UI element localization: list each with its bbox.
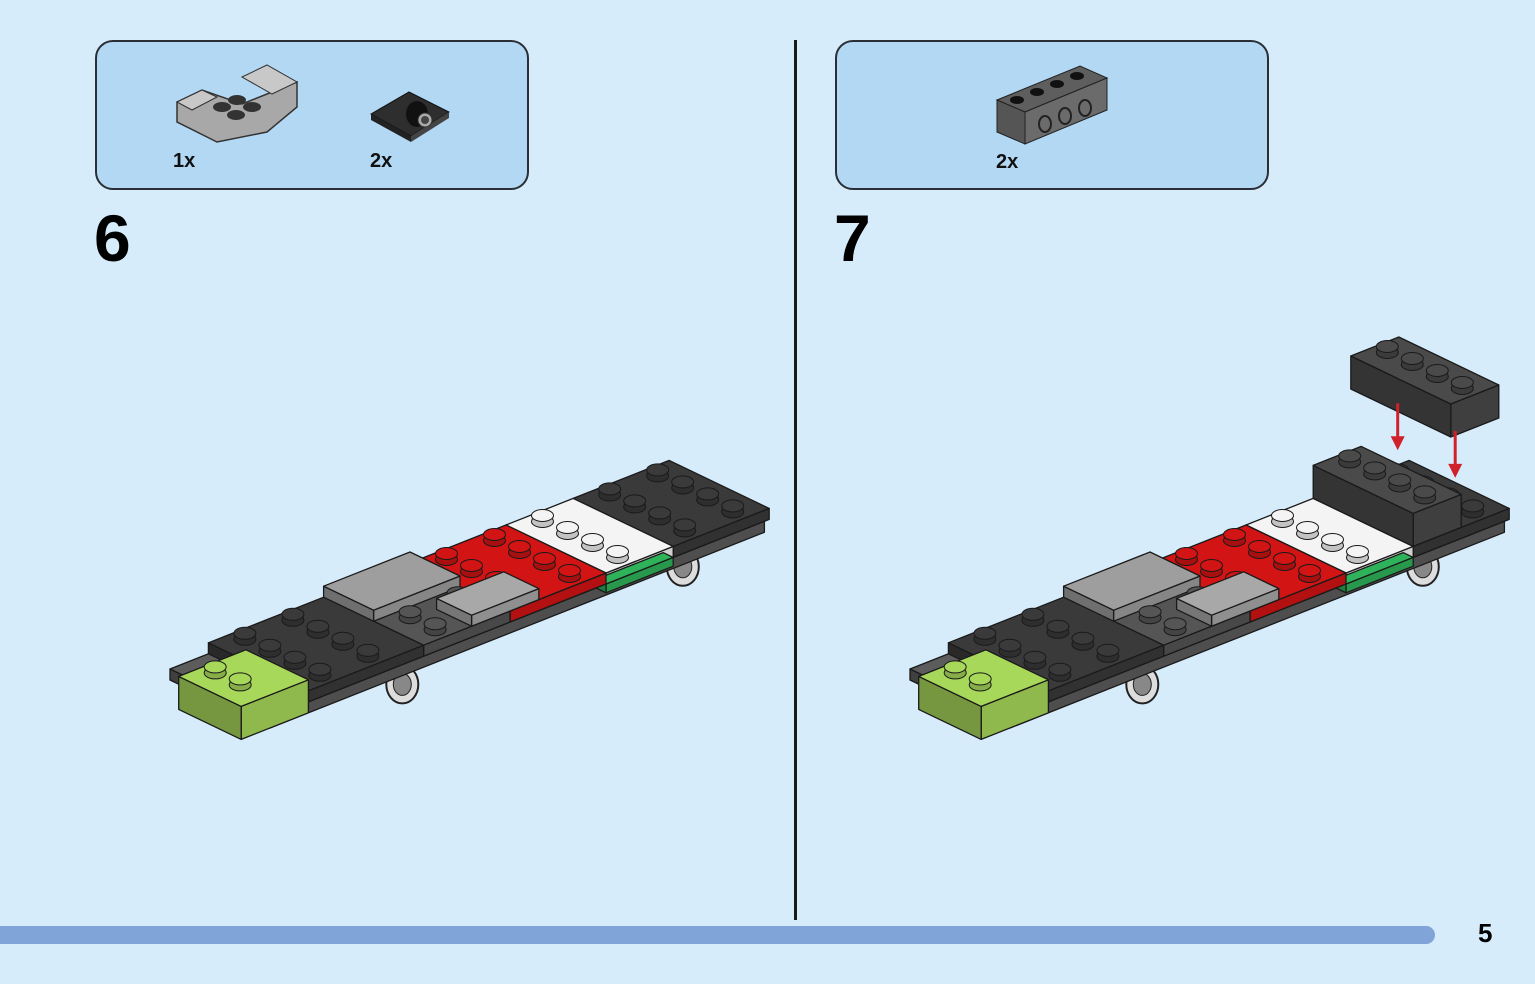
mudguard-plate-part [175,64,299,143]
part-qty: 2x [996,151,1019,173]
step-number: 7 [834,201,871,275]
green-stripe [1335,551,1414,594]
arrow-head [1448,463,1463,478]
step-number: 6 [94,201,131,275]
page-number: 5 [1478,918,1493,948]
technic-brick-incoming [1350,336,1500,438]
part-qty: 1x [173,150,196,172]
mudguard-front [1175,571,1280,627]
vehicle-model [909,336,1510,741]
technic-brick-placed [1312,445,1462,548]
technic-brick-part [995,65,1109,145]
mudguard-front [435,571,540,627]
parts-callout-step-6: 1x 2x [95,40,529,190]
step-divider [794,40,797,920]
progress-bar [0,926,1435,944]
arrow-head [1390,436,1405,451]
plate-with-pin-hole-part [369,91,451,142]
vehicle-model [169,459,770,741]
green-front-brick [918,649,1050,741]
part-qty: 2x [370,150,393,172]
parts-callout-step-7: 2x [835,40,1269,190]
green-front-brick [178,649,310,741]
